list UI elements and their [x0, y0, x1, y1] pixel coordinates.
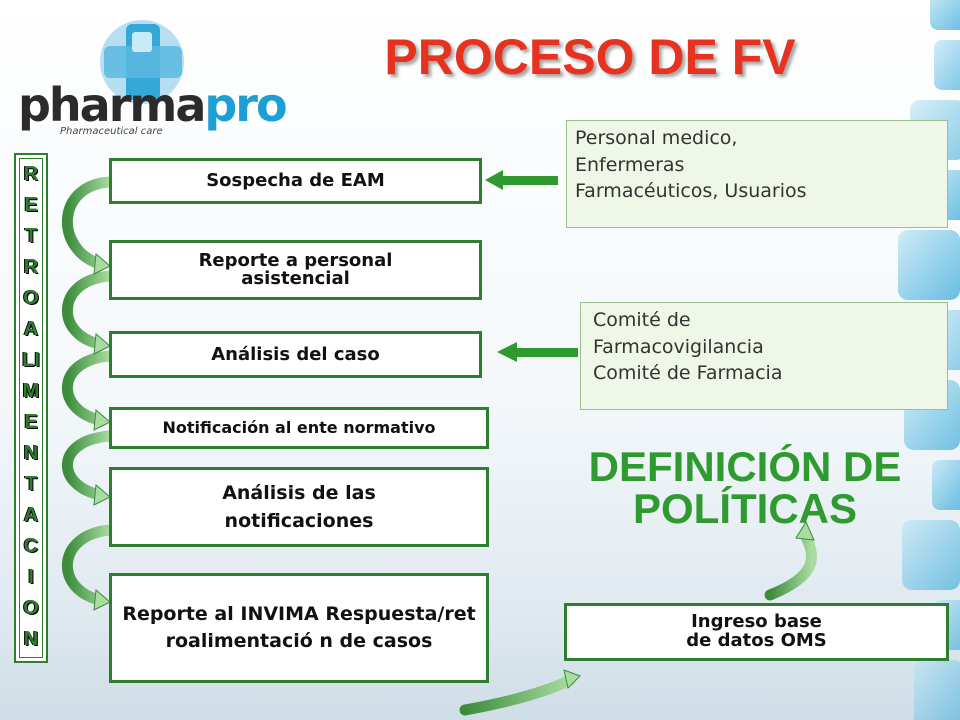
vertical-letter: R	[23, 256, 39, 278]
vertical-letter: LI	[22, 349, 40, 371]
step-reporte-invima: Reporte al INVIMA Respuesta/retroaliment…	[109, 573, 489, 683]
vertical-letter: I	[28, 566, 34, 588]
vertical-letter: T	[24, 225, 38, 247]
step-sospecha-eam: Sospecha de EAM	[109, 158, 482, 204]
logo-tagline: Pharmaceutical care	[60, 126, 163, 137]
pharmapro-logo	[14, 14, 264, 144]
input-arrows	[485, 170, 578, 362]
oms-database-box: Ingreso base de datos OMS	[564, 603, 949, 661]
vertical-letter: C	[23, 535, 39, 557]
vertical-letter: R	[23, 163, 39, 185]
vertical-letter: A	[23, 504, 39, 526]
policy-definition-text: DEFINICIÓN DE POLÍTICAS	[588, 443, 902, 532]
logo-wordmark: pharmapro	[18, 78, 288, 132]
note-personal: Personal medico, Enfermeras Farmacéutico…	[566, 120, 948, 228]
logo-cross-icon	[100, 20, 184, 104]
note-comites: Comité de Farmacovigilancia Comité de Fa…	[580, 302, 948, 410]
vertical-letter: E	[24, 194, 38, 216]
vertical-letter: O	[23, 597, 39, 619]
page-title: PROCESO DE FV	[384, 29, 796, 85]
vertical-letter: E	[24, 411, 38, 433]
vertical-letter: O	[23, 287, 39, 309]
vertical-letter: A	[23, 318, 39, 340]
step-analisis-caso: Análisis del caso	[109, 331, 482, 378]
vertical-letter: T	[24, 473, 38, 495]
vertical-feedback-label: R E T R O A LI M E N T A C I O N	[14, 153, 48, 663]
step-notificacion-ente: Notificación al ente normativo	[109, 407, 489, 449]
vertical-letter: M	[22, 380, 40, 402]
step-reporte-personal: Reporte a personal asistencial	[109, 240, 482, 300]
vertical-letter: N	[23, 442, 39, 464]
vertical-letter: N	[23, 628, 39, 650]
step-analisis-notificaciones: Análisis de las notificaciones	[109, 467, 489, 547]
